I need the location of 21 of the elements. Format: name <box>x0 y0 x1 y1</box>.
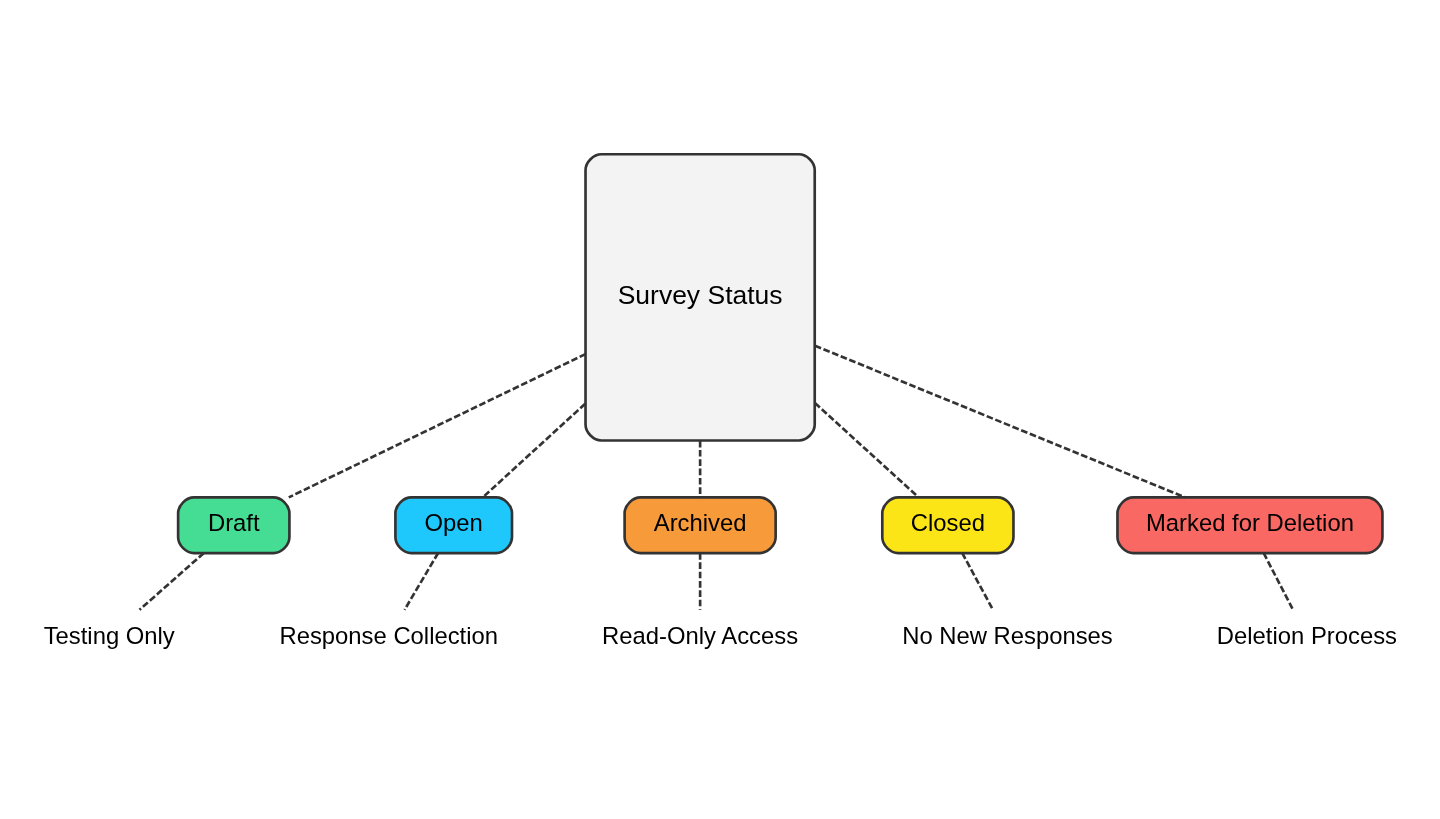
connector <box>288 352 587 499</box>
connector <box>961 552 995 610</box>
node-box: Open <box>394 495 514 554</box>
node-box: Closed <box>880 495 1015 554</box>
connector <box>403 552 440 610</box>
connector <box>698 552 702 610</box>
node-text: Read-Only Access <box>602 621 799 649</box>
node-box: Archived <box>623 495 777 554</box>
node-text: Response Collection <box>279 621 499 649</box>
connector <box>138 551 205 611</box>
node-box: Draft <box>176 495 291 554</box>
node-box: Survey Status <box>584 152 817 442</box>
connector <box>481 402 587 498</box>
node-text: Deletion Process <box>1216 621 1397 649</box>
connector <box>814 344 1186 499</box>
connector <box>1262 552 1295 610</box>
connector <box>814 401 920 498</box>
connector <box>698 440 702 497</box>
node-box: Marked for Deletion <box>1116 495 1384 554</box>
node-text: No New Responses <box>902 621 1113 649</box>
node-text: Testing Only <box>43 621 175 649</box>
